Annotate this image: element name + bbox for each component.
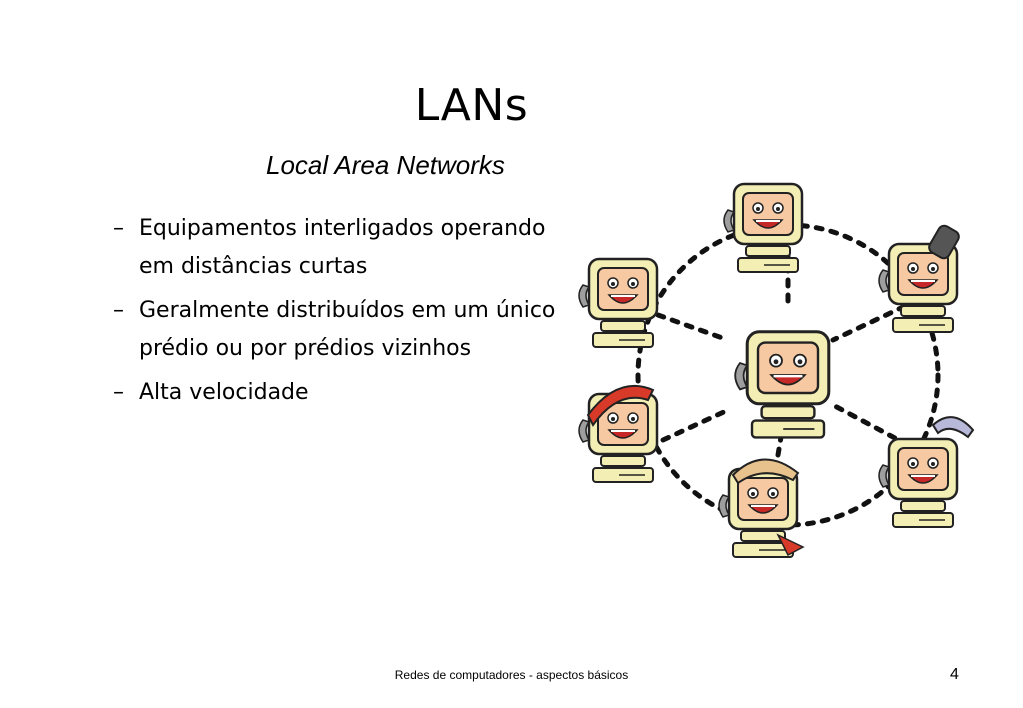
bullet-marker: – (113, 216, 124, 241)
page-number: 4 (950, 666, 959, 683)
slide-title: LANs (414, 80, 529, 131)
bullet-marker: – (113, 380, 124, 405)
bullet-item: – Geralmente distribuídos em um único pr… (113, 292, 583, 368)
slide-footer: Redes de computadores - aspectos básicos (394, 668, 629, 682)
bullet-marker: – (113, 298, 124, 323)
bullet-text: Geralmente distribuídos em um único préd… (139, 298, 556, 361)
bullet-list: – Equipamentos interligados operando em … (113, 210, 583, 418)
bullet-item: – Alta velocidade (113, 374, 583, 412)
slide-subtitle: Local Area Networks (266, 150, 505, 180)
network-computers-illustration (578, 182, 975, 559)
bullet-item: – Equipamentos interligados operando em … (113, 210, 583, 286)
bullet-text: Equipamentos interligados operando em di… (139, 216, 546, 279)
bullet-text: Alta velocidade (139, 380, 309, 405)
